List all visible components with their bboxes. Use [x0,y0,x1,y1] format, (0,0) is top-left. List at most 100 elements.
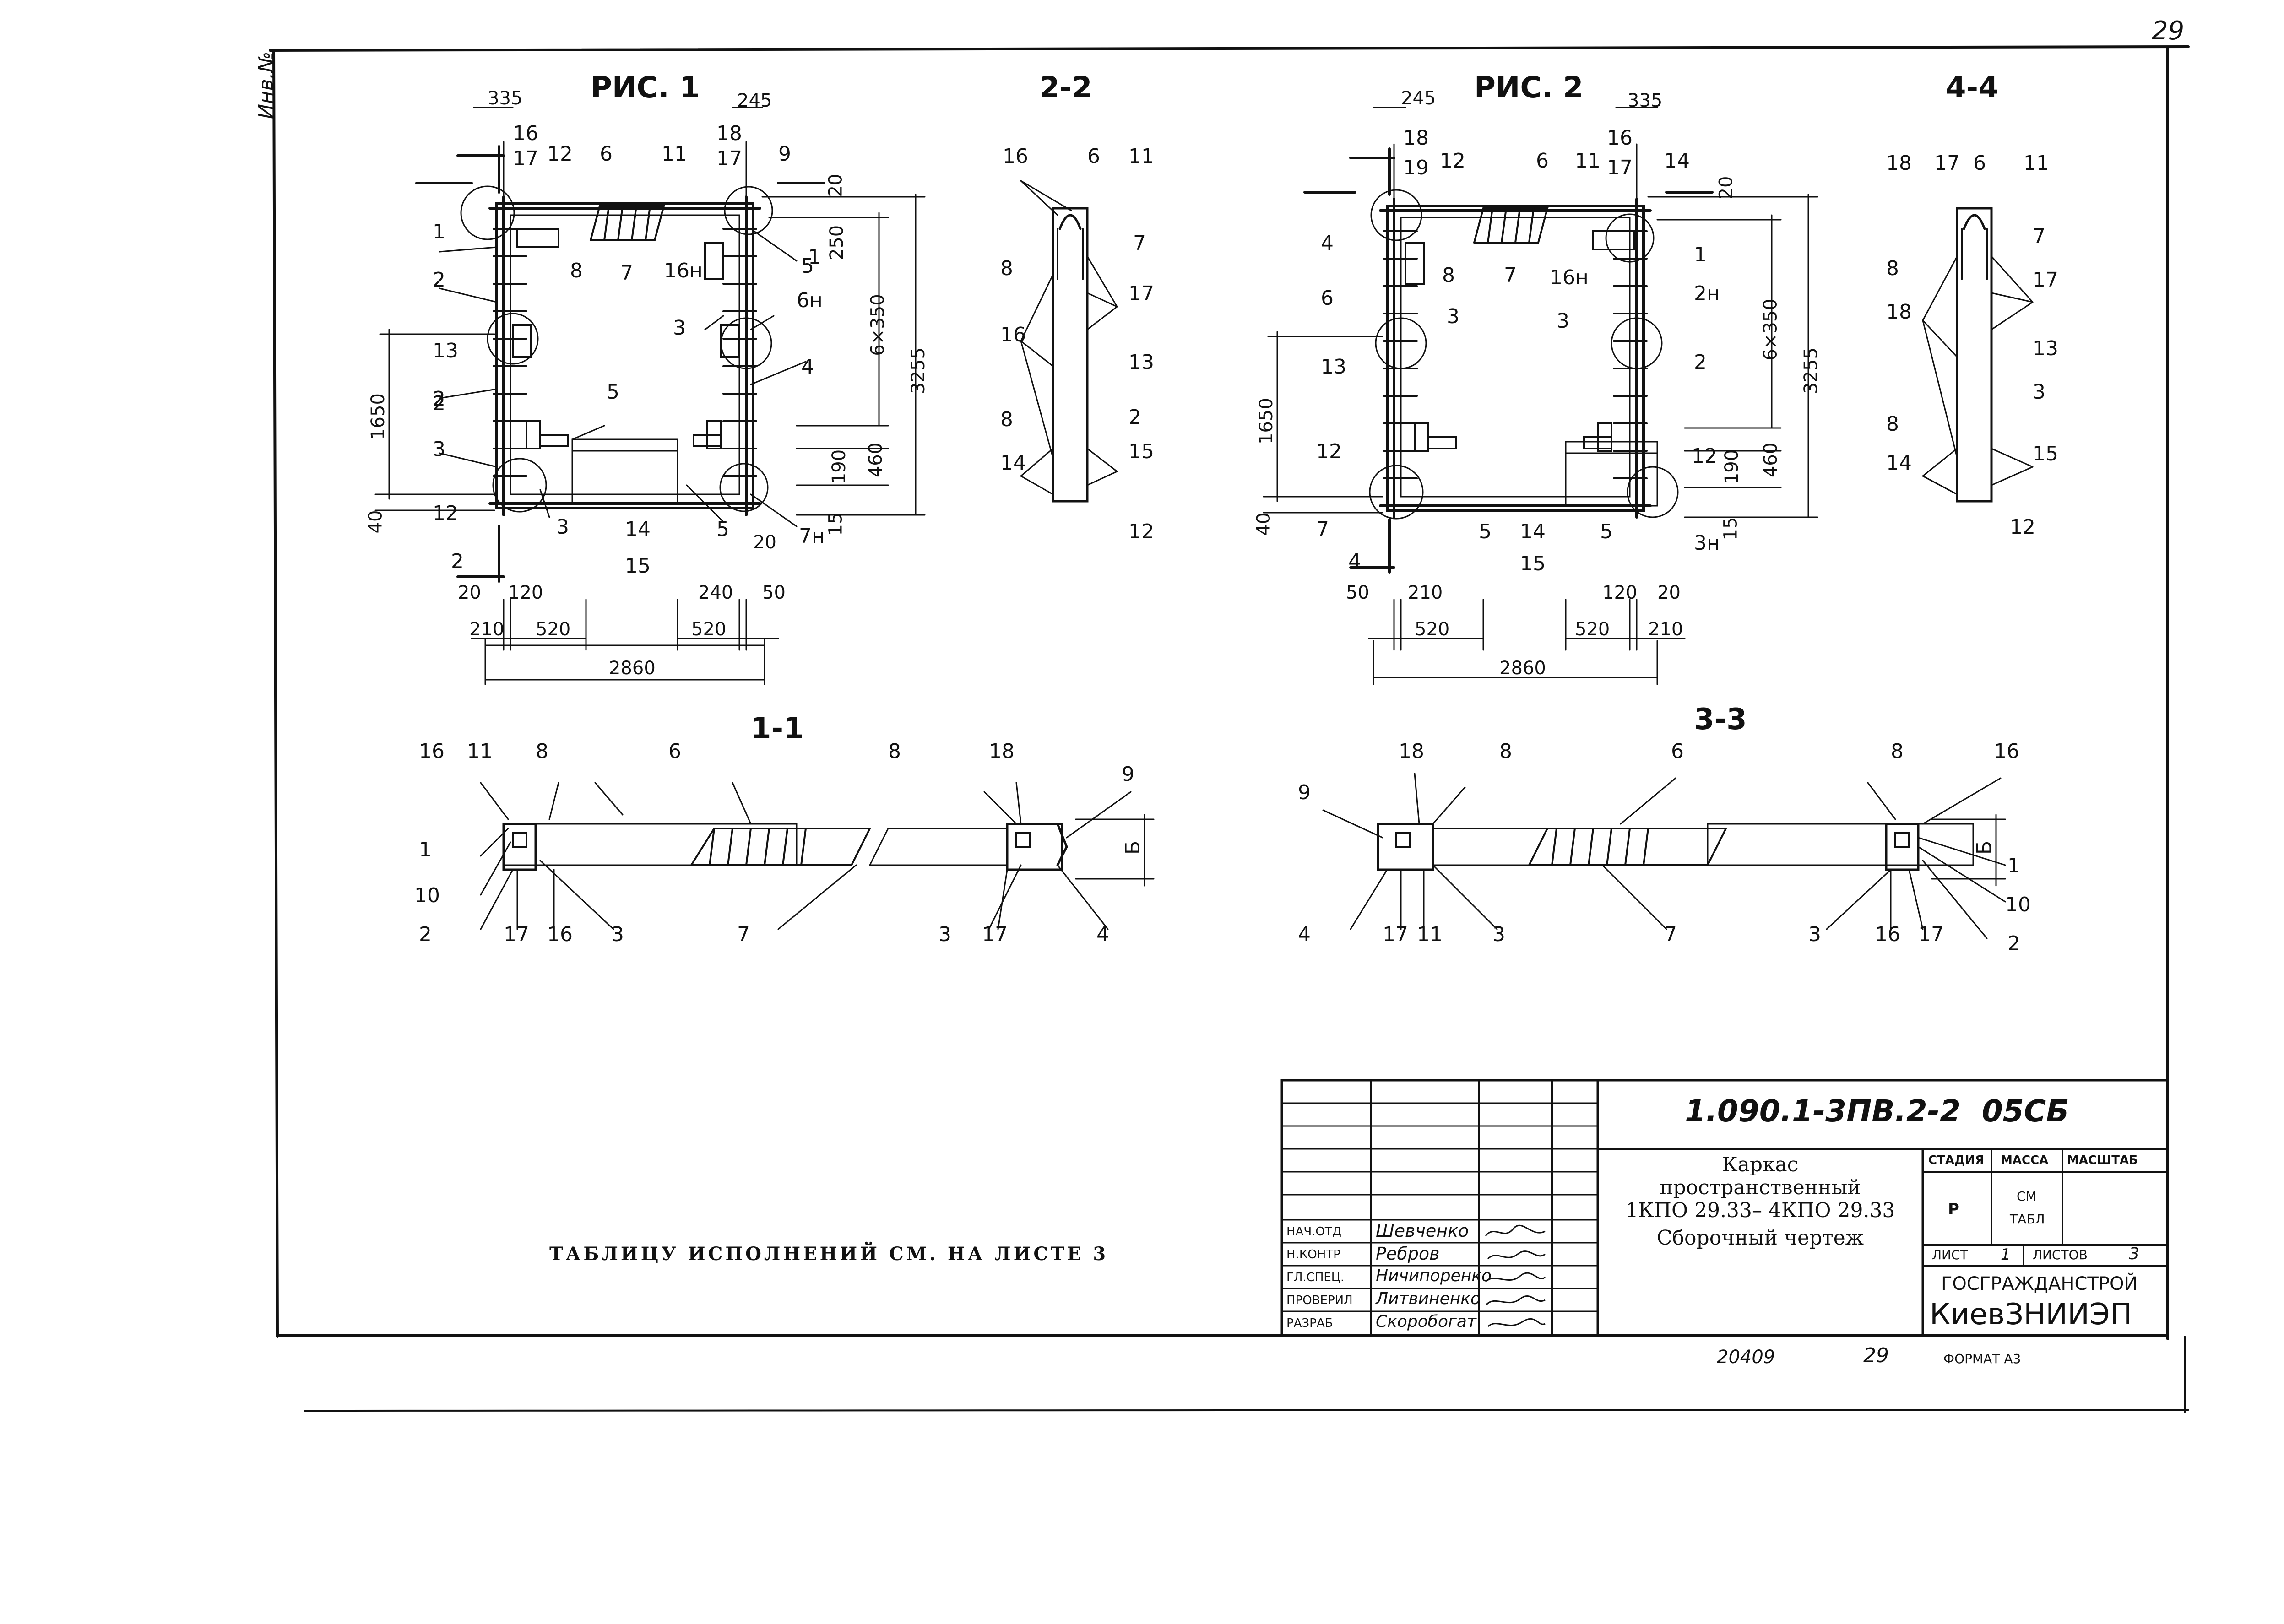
section-4-4-title: 4-4 [1946,71,1999,105]
sec22-label: 7 [1133,232,1146,255]
fig1-label: 7 [620,261,633,285]
sec33-label: Б [1973,840,1996,855]
sec33-label: 6 [1671,740,1684,763]
fig1-label: 520 [691,619,727,640]
fig2-label: 12 [1440,149,1465,173]
sec22-label: 16 [1003,145,1028,168]
fig1-label: 12 [433,502,458,525]
drawing-title: Каркас пространственный 1КПО 29.33– 4КПО… [1602,1153,1918,1254]
sec11-label: 17 [504,923,529,946]
sec33-label: 17 [1383,923,1408,946]
fig2-label: 1 [1694,243,1707,266]
fig2-label: 335 [1628,90,1663,111]
title-line: Сборочный чертеж [1656,1226,1864,1250]
fig2-label: 520 [1415,619,1450,640]
fig2-label: 3 [1557,309,1569,333]
fig1-label: 460 [865,442,887,478]
fig2-label: 11 [1575,149,1600,173]
fig2-label: 50 [1346,582,1369,603]
sec11-label: 6 [668,740,681,763]
sec33-label: 10 [2005,893,2031,916]
sec33-label: 2 [2007,932,2020,955]
fig1-label: 5 [801,254,814,278]
sheets-count: 3 [2129,1245,2139,1263]
sec33-label: 7 [1664,923,1677,946]
format-label: ФОРМАТ А3 [1943,1351,2021,1366]
fig1-label: 520 [536,619,571,640]
fig2-title: РИС. 2 [1474,71,1584,105]
sheet-number: 1 [2001,1245,2011,1264]
sec33-label: 8 [1499,740,1512,763]
fig2-drawing [1369,189,1679,520]
fig2-label: 8 [1442,264,1455,287]
fig1-label: 12 [547,142,573,166]
fig1-label: 18 [716,122,742,145]
sheet-label: ЛИСТ [1932,1247,1968,1262]
fig1-label: 3 [673,316,686,340]
fig1-label: 8 [570,259,583,282]
sec44-label: 3 [2033,380,2045,404]
fig1-label: 2 [433,392,445,415]
fig2-label: 6 [1321,287,1334,310]
fig1-label: 7н [799,525,825,548]
sec22-label: 11 [1128,145,1154,168]
sec22-label: 14 [1000,451,1026,475]
fig2-label: 4 [1321,232,1334,255]
sec11-label: 8 [536,740,548,763]
sec33-label: 18 [1399,740,1424,763]
sec44-label: 17 [2033,268,2058,292]
fig1-label: 2 [433,268,445,292]
sec22-label: 15 [1128,440,1154,463]
fig1-label: 245 [737,90,772,111]
fig2-label: 210 [1648,619,1683,640]
fig2-label: 520 [1575,619,1610,640]
fig2-label: 2 [1694,351,1707,374]
role-label: ПРОВЕРИЛ [1286,1294,1353,1307]
fig2-label: 460 [1760,442,1782,478]
title-block-grid [1280,1079,2169,1337]
fig1-label: 2860 [609,658,656,679]
sec11-label: 3 [611,923,624,946]
stage-value: Р [1948,1200,1959,1218]
footer-page: 29 [1863,1344,1889,1367]
fig2-label: 19 [1403,156,1429,179]
section-2-2-title: 2-2 [1039,71,1092,105]
sec33-drawing [1322,773,2006,939]
sec44-label: 7 [2033,225,2045,248]
fig2-label: 14 [1520,520,1546,543]
fig2-label: 16 [1607,126,1633,150]
fig1-label: 3255 [907,347,929,394]
organization-line-1: ГОСГРАЖДАНСТРОЙ [1941,1273,2138,1294]
stage-header: СТАДИЯ [1928,1153,1984,1167]
sec22-label: 12 [1128,520,1154,543]
fig1-label: 15 [825,512,846,536]
section-3-3-title: 3-3 [1694,703,1747,736]
sec33-label: 8 [1891,740,1904,763]
fig2-label: 5 [1600,520,1613,543]
sec44-label: 11 [2024,152,2049,175]
sec22-label: 8 [1000,257,1013,280]
fig2-label: 13 [1321,355,1346,379]
drawing-designation: 1.090.1-3ПВ.2-2 05СБ [1685,1093,2069,1129]
role-label: НАЧ.ОТД [1286,1225,1342,1239]
title-line: пространственный [1660,1176,1861,1199]
fig2-label: 12 [1316,440,1342,463]
fig2-label: 20 [1715,176,1737,200]
fig1-label: 3 [433,438,445,461]
fig2-label: 5 [1479,520,1492,543]
sec11-label: 18 [989,740,1015,763]
fig1-label: 2 [451,550,464,573]
fig2-label: 14 [1664,149,1690,173]
fig2-label: 1650 [1255,398,1277,444]
fig1-label: 190 [829,449,850,485]
fig1-label: 6н [797,289,823,312]
execution-table-note: ТАБЛИЦУ ИСПОЛНЕНИЙ СМ. НА ЛИСТЕ 3 [549,1243,1109,1265]
sec22-label: 16 [1000,323,1026,346]
fig1-label: 5 [716,518,729,541]
sec22-label: 17 [1128,282,1154,305]
fig2-label: 15 [1520,552,1546,575]
sec22-label: 8 [1000,408,1013,431]
sec11-label: 16 [547,923,573,946]
sec11-label: 9 [1122,763,1134,786]
role-name: Скоробогат [1376,1312,1476,1331]
